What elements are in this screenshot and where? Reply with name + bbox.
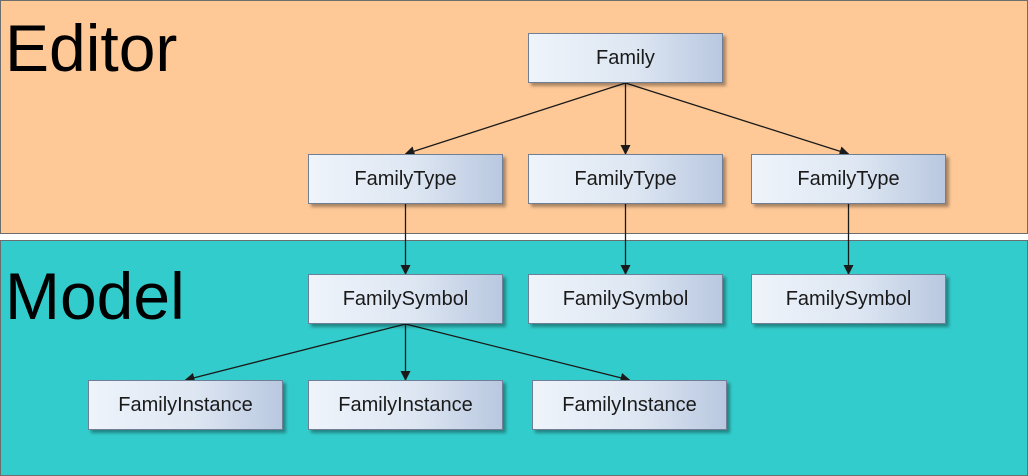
familyinstance-node-1: FamilyInstance	[88, 380, 283, 430]
familytype-node-3: FamilyType	[751, 154, 946, 204]
familytype-node-1: FamilyType	[308, 154, 503, 204]
familytype-node-2: FamilyType	[528, 154, 723, 204]
familysymbol-node-1: FamilySymbol	[308, 274, 503, 324]
editor-region-label: Editor	[5, 11, 178, 85]
family-node: Family	[528, 33, 723, 83]
familyinstance-node-3: FamilyInstance	[532, 380, 727, 430]
familysymbol-node-2: FamilySymbol	[528, 274, 723, 324]
familyinstance-node-2: FamilyInstance	[308, 380, 503, 430]
familysymbol-node-3: FamilySymbol	[751, 274, 946, 324]
model-region-label: Model	[5, 259, 185, 333]
